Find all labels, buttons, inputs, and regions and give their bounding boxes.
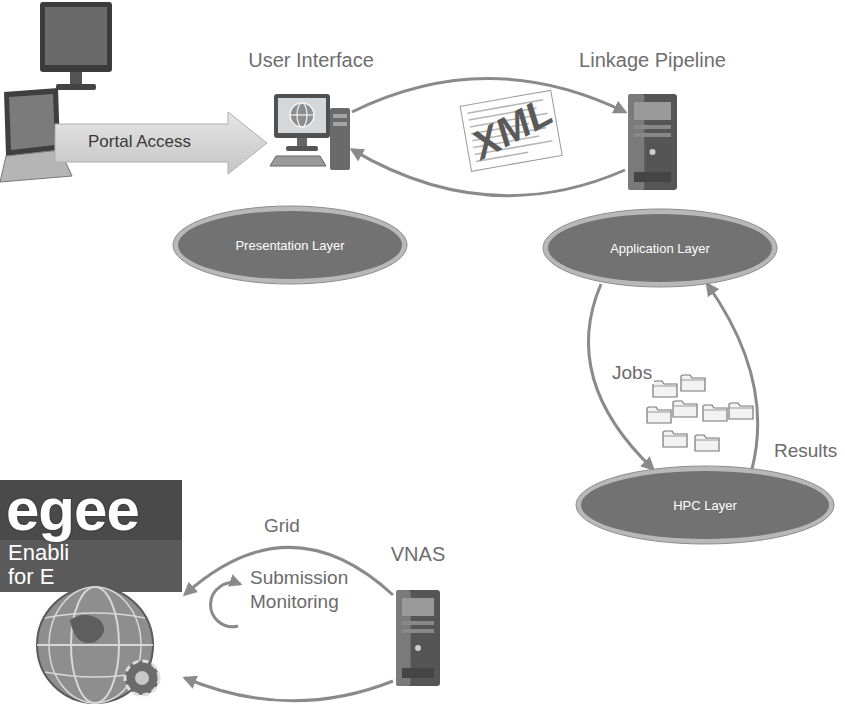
server-node: VNAS — [393, 588, 443, 688]
ellipse-content: HPC Layer — [575, 465, 835, 545]
node-heading: User Interface — [248, 49, 374, 72]
layer-ellipse: Presentation Layer — [172, 205, 408, 285]
flow-arrow — [707, 284, 758, 470]
flow-arrow — [185, 678, 393, 701]
computer-icon — [625, 92, 680, 192]
layer-name: Presentation Layer — [235, 238, 344, 253]
ellipse-content: Application Layer — [542, 208, 778, 288]
layer-name: HPC Layer — [673, 498, 737, 513]
loop-arrow — [211, 583, 240, 627]
arrow-label: Portal Access — [88, 132, 191, 152]
server-node: User Interface — [270, 92, 352, 172]
monitor-icon — [40, 2, 112, 90]
computer-icon — [270, 92, 352, 172]
loop-label: Submission Monitoring — [250, 566, 362, 614]
block-arrow — [55, 112, 267, 174]
job-folders — [647, 375, 753, 451]
ellipse-content: Presentation Layer — [172, 205, 408, 285]
logo-text: Enabli — [8, 542, 69, 564]
edge-label: Results — [772, 440, 839, 462]
flow-arrow — [352, 79, 625, 113]
logo-text: egee — [6, 480, 139, 540]
layer-ellipse: Application Layer — [542, 208, 778, 288]
logo-text: for E — [8, 566, 54, 588]
edge-label: Jobs — [610, 362, 654, 384]
layer-ellipse: HPC Layer — [575, 465, 835, 545]
node-heading: VNAS — [391, 543, 445, 566]
grid-logo: egeeEnablifor E — [0, 480, 185, 700]
node-heading: Linkage Pipeline — [579, 49, 726, 72]
computer-icon — [393, 588, 443, 688]
server-node: Linkage Pipeline — [625, 92, 680, 192]
layer-name: Application Layer — [610, 241, 710, 256]
edge-label: Grid — [262, 515, 302, 537]
